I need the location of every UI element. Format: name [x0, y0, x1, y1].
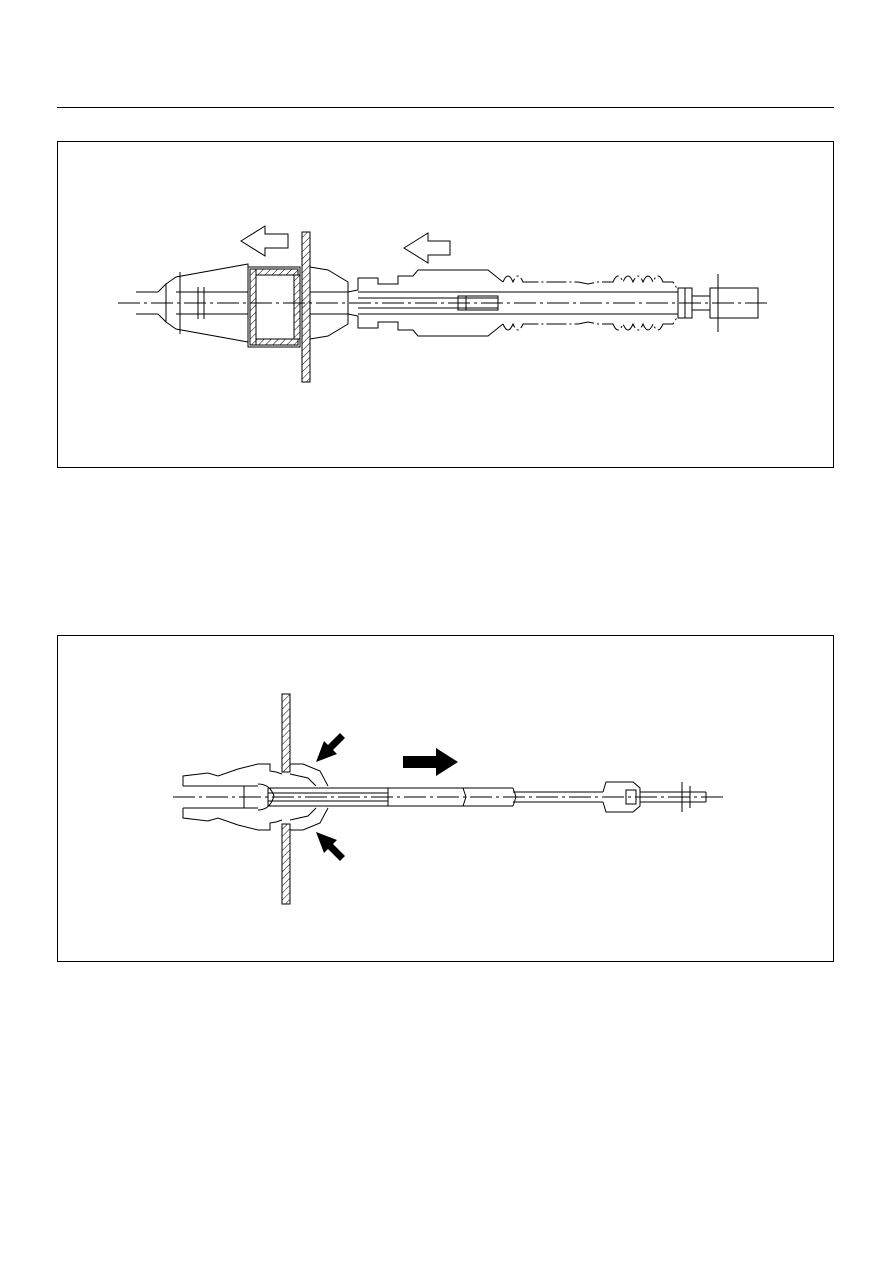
bellows-1 [502, 275, 679, 291]
figure-1-frame [57, 141, 834, 468]
figure-2-frame [57, 635, 834, 962]
solid-arrow-diagonal-icon-2 [316, 832, 345, 861]
panel-wall-top [281, 693, 291, 773]
solid-arrow-right-icon [403, 748, 458, 776]
end-fitting [602, 781, 641, 813]
figure-2-drawing [173, 693, 723, 905]
housing-left [182, 763, 283, 786]
grommet-hatch-inner [293, 274, 301, 340]
solid-arrow-diagonal-icon [316, 733, 345, 762]
figure-1-drawing [118, 225, 770, 383]
panel-wall [301, 231, 311, 383]
hollow-arrow-left-icon [240, 225, 289, 257]
cable-end-left [136, 282, 167, 324]
grommet-hatch-left [249, 268, 257, 346]
end-sleeve [709, 287, 759, 319]
grommet-hatch-bottom [255, 338, 299, 346]
header-rule [57, 107, 834, 108]
bellows-2 [502, 315, 679, 331]
panel-wall-bottom [281, 823, 291, 905]
clip-right [309, 266, 349, 340]
grommet-hatch-top [255, 268, 299, 276]
hollow-arrow-left-icon-2 [403, 232, 451, 264]
tube [347, 269, 504, 293]
clip [290, 763, 329, 787]
